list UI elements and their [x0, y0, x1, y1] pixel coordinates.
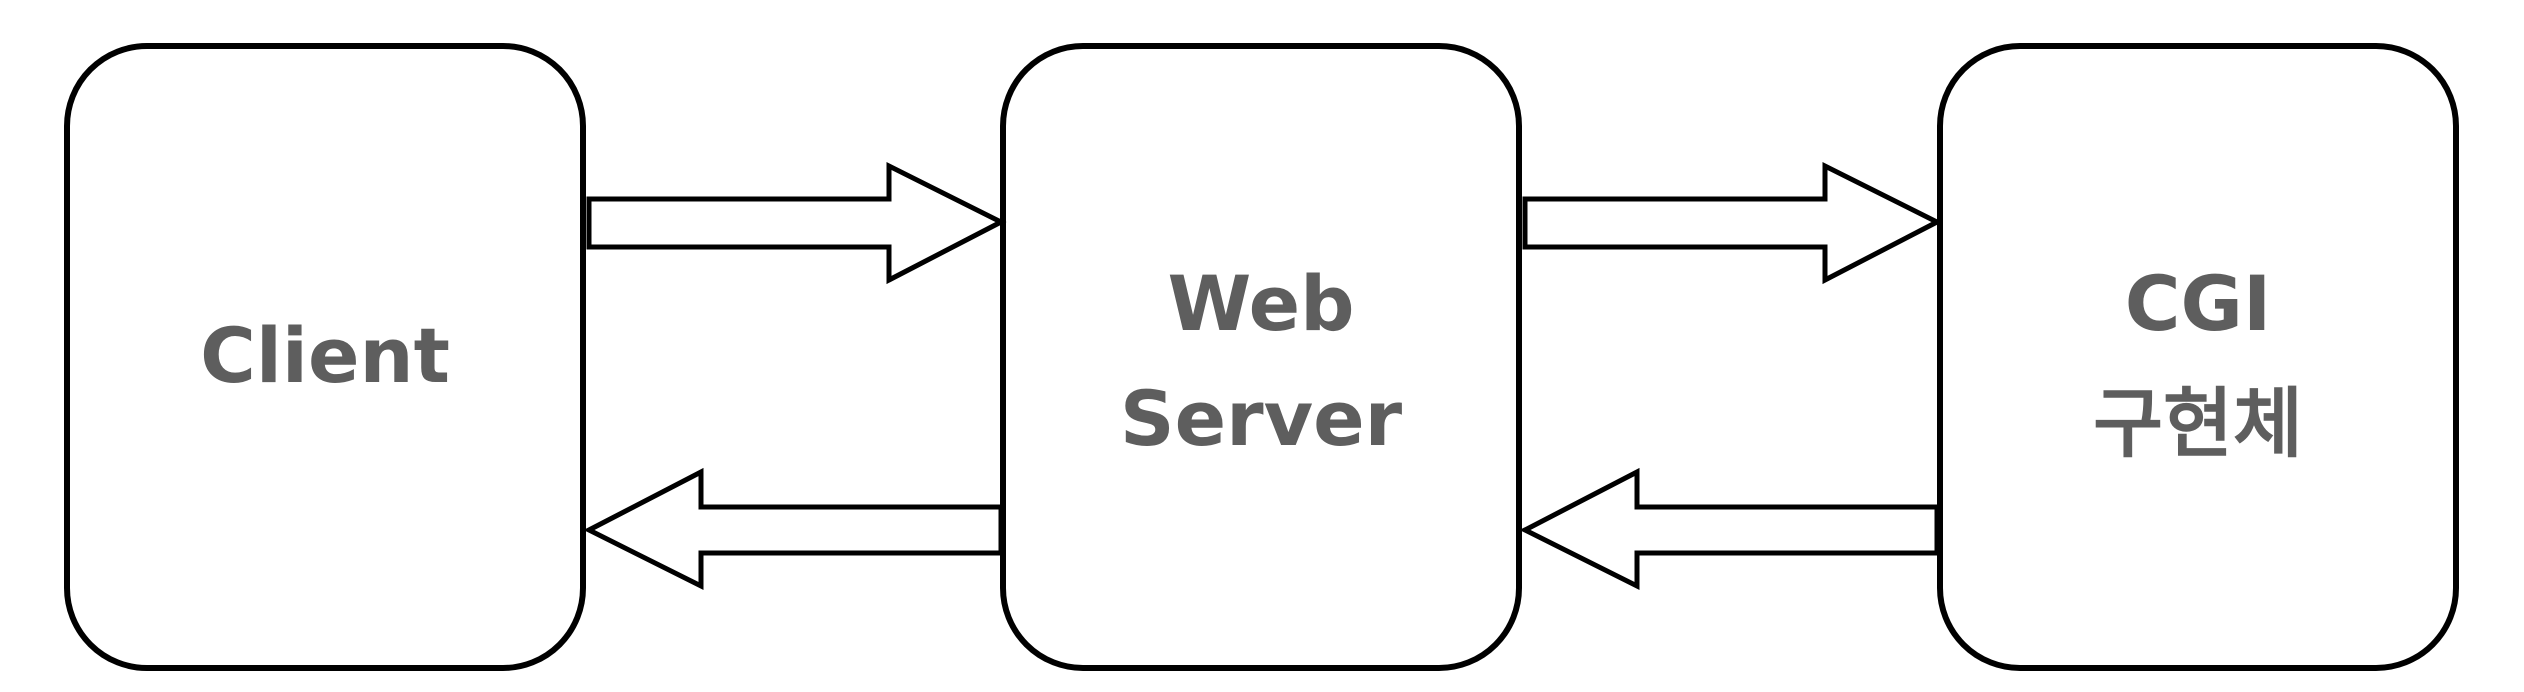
web-server-box [1000, 43, 1522, 671]
server-to-client-arrow [583, 467, 1004, 591]
client-box [64, 43, 586, 671]
client-label: Client [200, 311, 450, 400]
server-to-cgi-arrow [1522, 161, 1943, 285]
web-server-label-line1: Web [1167, 259, 1354, 348]
cgi-box [1937, 43, 2459, 671]
web-server-label-line2: Server [1120, 374, 1403, 463]
client-to-server-arrow [586, 161, 1007, 285]
cgi-label-line1: CGI [2125, 259, 2271, 348]
cgi-to-server-arrow [1519, 467, 1940, 591]
cgi-label-line2: 구현체 [2093, 379, 2303, 468]
